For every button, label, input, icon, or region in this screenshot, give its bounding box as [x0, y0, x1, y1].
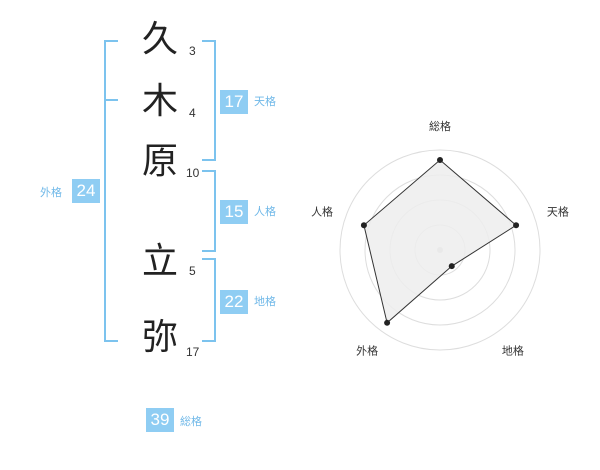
- jinkaku-bracket: [202, 170, 216, 252]
- radar-axis-label-4: 外格: [356, 343, 378, 357]
- radar-axis-label-3: 地格: [502, 343, 524, 357]
- chikaku-bracket: [202, 258, 216, 342]
- stroke-count-3: 10: [186, 166, 200, 180]
- stroke-count-4: 5: [189, 264, 196, 278]
- jinkaku-label: 人格: [254, 205, 276, 218]
- tenkaku-bracket: [202, 40, 216, 161]
- gaikaku-bracket: [104, 40, 118, 342]
- soukaku-value-badge: 39: [146, 408, 174, 432]
- gaikaku-label: 外格: [40, 186, 62, 199]
- radar-point-1: [437, 157, 443, 163]
- gaikaku-value-badge: 24: [72, 179, 100, 203]
- name-char-3: 原: [141, 141, 178, 182]
- stroke-count-1: 3: [189, 44, 196, 58]
- radar-axis-label-5: 人格: [311, 205, 333, 219]
- chikaku-label: 地格: [254, 295, 276, 308]
- name-char-1: 久: [141, 19, 178, 60]
- chikaku-value-badge: 22: [220, 290, 248, 314]
- soukaku-label: 総格: [180, 415, 202, 428]
- radar-ring: [339, 149, 541, 351]
- gaikaku-bracket-tick: [104, 99, 118, 101]
- stroke-count-2: 4: [189, 106, 196, 120]
- radar-value-polygon: [363, 159, 517, 324]
- radar-point-3: [448, 263, 455, 270]
- stroke-count-5: 17: [186, 345, 200, 359]
- name-char-5: 弥: [141, 317, 178, 358]
- name-char-2: 木: [141, 81, 178, 122]
- tenkaku-label: 天格: [254, 95, 276, 108]
- jinkaku-value-badge: 15: [220, 200, 248, 224]
- radar-point-5: [360, 222, 367, 229]
- name-char-4: 立: [141, 241, 178, 282]
- radar-axis-label-1: 総格: [429, 119, 451, 133]
- radar-point-2: [513, 222, 520, 229]
- radar-axis-label-2: 天格: [547, 205, 569, 219]
- tenkaku-value-badge: 17: [220, 90, 248, 114]
- radar-point-4: [384, 319, 391, 326]
